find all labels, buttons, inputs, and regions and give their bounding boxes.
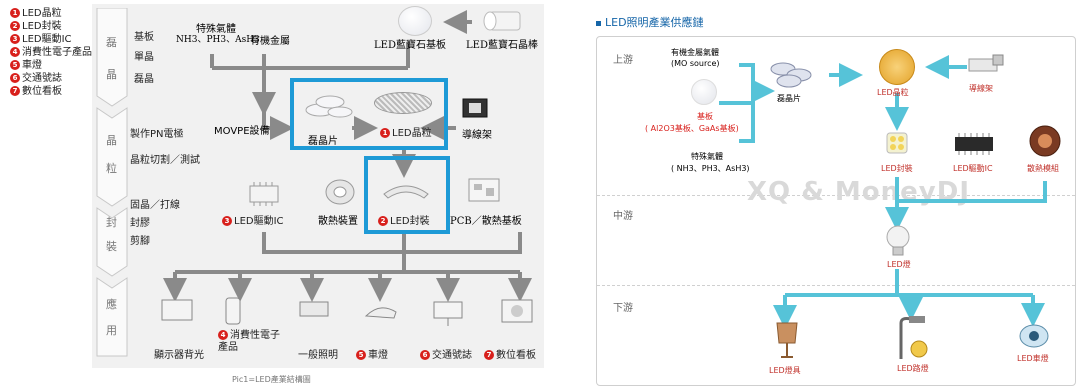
led-lamp-image-r bbox=[886, 225, 910, 256]
stage-lower-1: 封 bbox=[106, 216, 117, 229]
lighting-image-r bbox=[776, 322, 798, 358]
stage-middle-1: 晶 bbox=[106, 134, 117, 147]
input-substrate: 基板 bbox=[697, 112, 713, 121]
car-light-image-r bbox=[1019, 324, 1049, 348]
label-street-light-r: LED路燈 bbox=[897, 364, 929, 373]
step-trim: 剪腳 bbox=[130, 236, 150, 247]
label-heat-device: 散熱裝置 bbox=[318, 216, 358, 227]
label-car-light-r: LED車燈 bbox=[1017, 354, 1049, 363]
app-signage-image bbox=[501, 299, 533, 323]
app-lighting-image bbox=[299, 301, 329, 317]
zone-downstream: 下游 bbox=[613, 303, 633, 314]
substrate-image bbox=[691, 79, 717, 105]
lead-frame-image bbox=[462, 98, 488, 118]
right-title: LED照明產業供應鏈 bbox=[596, 14, 704, 30]
label-sapphire-ingot: LED藍寶石晶棒 bbox=[466, 40, 538, 51]
label-led-package-r: LED封裝 bbox=[881, 164, 913, 173]
right-connectors bbox=[719, 55, 1047, 329]
driver-ic-image-r bbox=[955, 133, 993, 155]
label-driver-ic-r: LED驅動IC bbox=[953, 164, 993, 173]
led-chip-image bbox=[374, 92, 432, 114]
stage-middle-2: 粒 bbox=[106, 162, 117, 175]
label-epi-wafer-r: 磊晶片 bbox=[777, 94, 801, 103]
app-display-backlight: 顯示器背光 bbox=[154, 350, 204, 361]
label-special-gas: 特殊氣體 bbox=[196, 24, 236, 35]
step-epitaxy: 磊晶 bbox=[134, 74, 154, 85]
driver-ic-image bbox=[249, 182, 279, 206]
step-dicing: 晶粒切割／測試 bbox=[130, 155, 200, 166]
label-heat-module-r: 散熱模組 bbox=[1027, 164, 1059, 173]
input-organic-sub: (MO source) bbox=[671, 59, 720, 68]
label-pcb: PCB／散熱基板 bbox=[450, 216, 522, 227]
label-gas-formula: NH3、PH3、AsH3 bbox=[176, 35, 260, 45]
zone-upstream: 上游 bbox=[613, 55, 633, 66]
input-organic: 有機金屬氣體 bbox=[671, 48, 719, 57]
zone-divider bbox=[597, 195, 1075, 196]
app-consumer-image bbox=[225, 297, 241, 325]
zone-midstream: 中游 bbox=[613, 211, 633, 222]
label-lead-frame: 導線架 bbox=[462, 130, 492, 141]
app-general-lighting: 一般照明 bbox=[298, 350, 338, 361]
label-led-chip-r: LED晶粒 bbox=[877, 88, 909, 97]
step-substrate: 基板 bbox=[134, 32, 154, 43]
stage-lower-2: 裝 bbox=[106, 240, 117, 253]
label-lead-frame-r: 導線架 bbox=[969, 84, 993, 93]
step-encapsulate: 封膠 bbox=[130, 218, 150, 229]
app-car-image bbox=[364, 307, 397, 319]
pcb-image bbox=[468, 178, 500, 202]
stage-upper-1: 磊 bbox=[106, 36, 117, 49]
supply-chain-panel: 上游 中游 下游 XQ & MoneyDJ bbox=[596, 36, 1076, 386]
step-single-crystal: 單晶 bbox=[134, 52, 154, 63]
app-display-image bbox=[161, 299, 193, 321]
led-package-image-r bbox=[886, 132, 908, 154]
label-organic-metal: 有機金屬 bbox=[250, 36, 290, 47]
label-sapphire-substrate: LED藍寶石基板 bbox=[374, 40, 446, 51]
right-diagram: LED照明產業供應鏈 上游 中游 下游 XQ & MoneyDJ bbox=[592, 0, 1078, 388]
sapphire-ingot-image bbox=[483, 11, 521, 31]
stage-app-1: 應 bbox=[106, 298, 117, 311]
input-substrate-sub: ( Al2O3基板、GaAs基板) bbox=[645, 124, 739, 133]
epi-wafer-image bbox=[305, 95, 353, 118]
label-lighting-r: LED燈具 bbox=[769, 366, 801, 375]
zone-divider bbox=[597, 285, 1075, 286]
stage-chevrons bbox=[96, 8, 128, 357]
stage-upper-2: 晶 bbox=[106, 68, 117, 81]
left-caption: Pic1=LED產業結構圖 bbox=[232, 375, 311, 384]
app-traffic-image bbox=[433, 301, 463, 326]
led-chip-image-r bbox=[879, 49, 915, 85]
step-die-bond: 固晶／打線 bbox=[130, 200, 180, 211]
epi-wafer-image-r bbox=[770, 62, 812, 88]
label-epi-wafer: 磊晶片 bbox=[308, 136, 338, 147]
street-light-image-r bbox=[899, 316, 928, 359]
step-pn-electrode: 製作PN電極 bbox=[130, 129, 184, 140]
label-led-lamp-r: LED燈 bbox=[887, 260, 911, 269]
led-package-image bbox=[383, 185, 429, 199]
title-bullet-icon bbox=[596, 20, 601, 26]
lead-frame-image-r bbox=[968, 54, 1004, 72]
input-gas: 特殊氣體 bbox=[691, 152, 723, 161]
label-movpe: MOVPE設備 bbox=[214, 126, 270, 137]
heat-module-image-r bbox=[1029, 125, 1061, 157]
left-connectors bbox=[163, 10, 532, 302]
stage-app-2: 用 bbox=[106, 324, 117, 337]
sapphire-substrate-image bbox=[398, 6, 432, 36]
heat-device-image bbox=[325, 179, 355, 205]
input-gas-sub: ( NH3、PH3、AsH3) bbox=[671, 164, 750, 173]
